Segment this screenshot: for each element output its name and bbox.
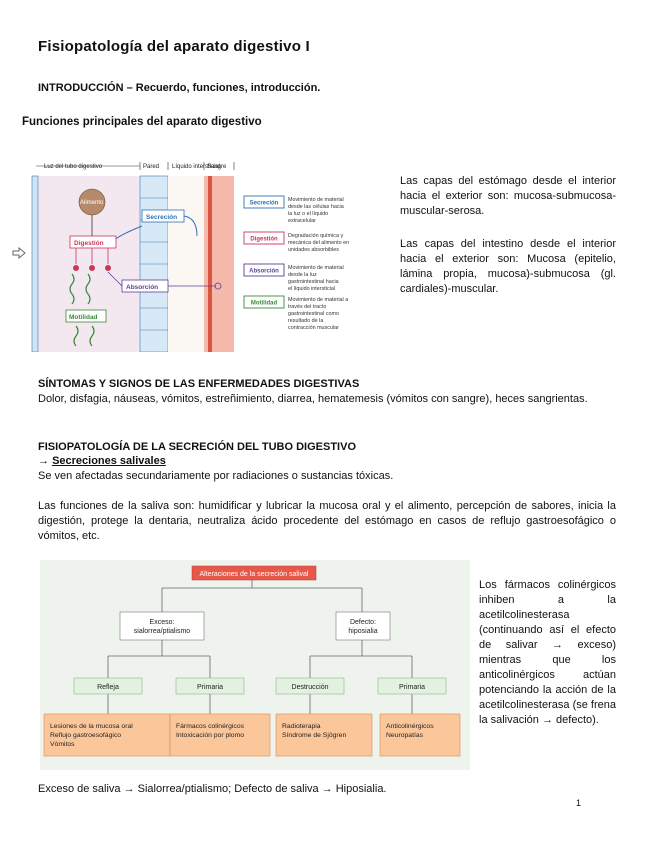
legend-text: resultado de la [288, 318, 323, 324]
col-luz-label: Luz del tubo digestivo [44, 164, 103, 170]
salivales-heading: → Secreciones salivales [38, 455, 166, 467]
legend-text: la luz o el líquido [288, 211, 328, 217]
alimento-label: Alimento [80, 200, 104, 206]
salivales-text: Se ven afectadas secundariamente por rad… [38, 470, 394, 482]
legend-text: gastrointestinal como [288, 311, 339, 317]
legend-text: mecánica del alimento en [288, 240, 349, 246]
col-pared-label: Pared [143, 164, 159, 170]
level3-label: Refleja [97, 684, 119, 691]
legend-label: Motilidad [251, 301, 278, 307]
sintomas-heading: SÍNTOMAS Y SIGNOS DE LAS ENFERMEDADES DI… [38, 378, 360, 390]
exceso-defecto-line: Exceso de saliva → Sialorrea/ptialismo; … [38, 783, 387, 795]
legend-text: desde las células hacia [288, 204, 344, 210]
legend-label: Secreción [250, 201, 279, 207]
level4-box [275, 713, 373, 757]
intro-heading: INTRODUCCIÓN – Recuerdo, funciones, intr… [38, 82, 321, 94]
legend-label: Absorción [249, 269, 279, 275]
legend-text: Movimiento de material a [288, 297, 348, 303]
level4-box [43, 713, 171, 757]
secrecion-label: Secreción [146, 214, 177, 221]
page-number: 1 [576, 798, 582, 808]
level3-label: Primaria [399, 684, 425, 691]
legend-text: Movimiento de material [288, 265, 344, 271]
digestive-functions-diagram: Luz del tubo digestivo Pared Líquido int… [31, 162, 349, 352]
legend-text: gastrointestinal hacia [288, 279, 339, 285]
level3-box [377, 677, 447, 695]
legend-text: extracelular [288, 218, 316, 224]
legend-text: desde la luz [288, 272, 317, 278]
exceso-label: Exceso:sialorrea/ptialismo [134, 619, 191, 635]
root-label: Alteraciones de la secreción salival [200, 571, 309, 578]
level3-label: Primaria [197, 684, 223, 691]
saliva-alterations-diagram: Alteraciones de la secreción salival Exc… [40, 560, 470, 770]
farmacos-text: Los fármacos colinérgicos inhiben a la a… [479, 579, 616, 726]
digestion-label: Digestión [74, 240, 104, 247]
document-title: Fisiopatología del aparato digestivo I [38, 38, 310, 55]
legend-text: través del tracto [288, 304, 326, 310]
arrow-right-icon [12, 246, 26, 260]
legend-text: el líquido intersticial [288, 286, 335, 292]
level3-box [275, 677, 345, 695]
intestine-layers-text: Las capas del intestino desde el interio… [400, 238, 616, 295]
level4-box [169, 713, 271, 757]
absorcion-label: Absorción [126, 284, 158, 291]
level3-box [73, 677, 143, 695]
legend-label: Digestión [250, 237, 278, 243]
legend-item: Motilidad Movimiento de material através … [243, 295, 348, 331]
funciones-heading: Funciones principales del aparato digest… [22, 116, 262, 128]
stomach-layers-text: Las capas del estómago desde el interior… [400, 175, 616, 217]
legend-text: contracción muscular [288, 325, 339, 331]
level3-box [175, 677, 245, 695]
defecto-label: Defecto:hiposialia [348, 619, 377, 635]
col-sangre-label: Sangre [207, 164, 227, 170]
col-liquido-label: Líquido intersticial [172, 164, 220, 170]
legend-text: unidades absorbibles [288, 247, 339, 253]
motilidad-label: Motilidad [69, 314, 98, 321]
level4-box [379, 713, 461, 757]
legend-text: Degradación química y [288, 233, 343, 239]
saliva-functions-text: Las funciones de la saliva son: humidifi… [38, 500, 616, 542]
sintomas-text: Dolor, disfagia, náuseas, vómitos, estre… [38, 393, 588, 405]
legend-text: Movimiento de material [288, 197, 344, 203]
level3-label: Destrucción [292, 684, 329, 691]
secrecion-heading: FISIOPATOLOGÍA DE LA SECRECIÓN DEL TUBO … [38, 441, 357, 453]
